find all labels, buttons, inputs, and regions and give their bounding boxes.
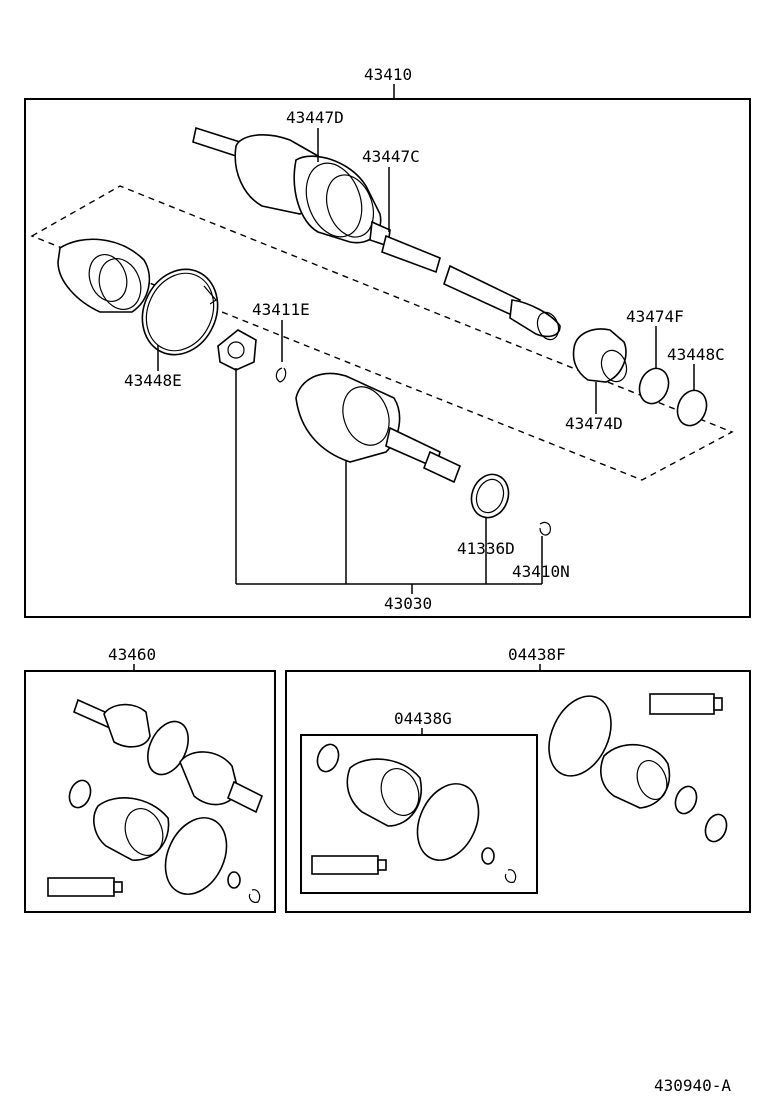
- outer-joint-kit-parts: [47, 698, 264, 903]
- tripod-joint: [217, 329, 257, 371]
- label-43410: 43410: [364, 65, 412, 84]
- main-assembly-frame: [24, 98, 751, 618]
- snap-ring-small: [275, 367, 287, 383]
- drive-shaft-assembly: [192, 126, 561, 341]
- label-43447D: 43447D: [286, 108, 344, 127]
- boot-kit-inner-frame: [300, 734, 538, 894]
- label-04438G: 04438G: [394, 709, 452, 728]
- inner-joint-housing: [295, 372, 462, 484]
- label-04438F: 04438F: [508, 645, 566, 664]
- label-43410N: 43410N: [512, 562, 570, 581]
- outer-boot: [57, 238, 151, 313]
- dust-seal: [470, 473, 510, 519]
- outer-joint-kit-frame: [24, 670, 276, 913]
- kit-dashed-outline: [30, 185, 734, 481]
- outer-clamp-large: [141, 268, 219, 356]
- snap-ring-end: [539, 521, 551, 536]
- damper: [572, 328, 628, 383]
- label-43460: 43460: [108, 645, 156, 664]
- label-43448E: 43448E: [124, 371, 182, 390]
- label-43474F: 43474F: [626, 307, 684, 326]
- label-43448C: 43448C: [667, 345, 725, 364]
- boot-kit-inner-parts: [311, 743, 517, 883]
- figure-code: 430940-A: [654, 1076, 731, 1095]
- damper-clamp: [676, 389, 708, 427]
- label-43474D: 43474D: [565, 414, 623, 433]
- damper-band: [638, 367, 670, 405]
- label-43411E: 43411E: [252, 300, 310, 319]
- label-43447C: 43447C: [362, 147, 420, 166]
- label-43030: 43030: [384, 594, 432, 613]
- boot-kit-frame: [285, 670, 751, 913]
- boot-kit-outer-parts: [548, 693, 728, 843]
